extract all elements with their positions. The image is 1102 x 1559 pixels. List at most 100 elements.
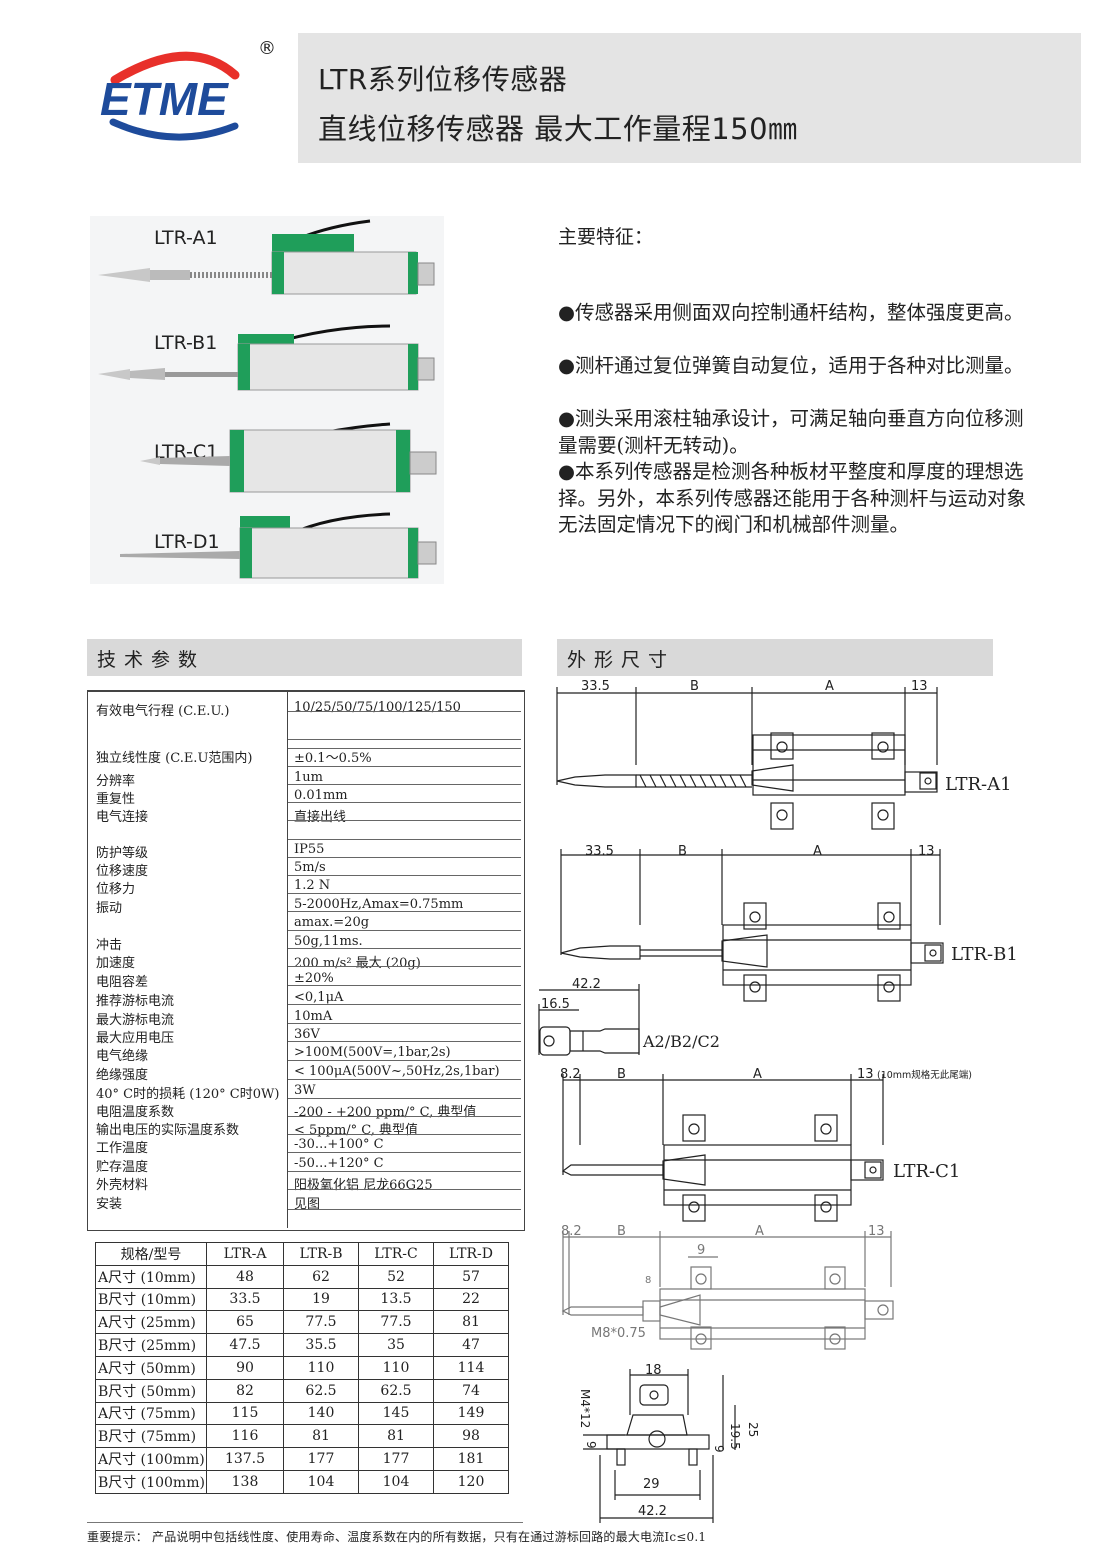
dim-end-9b: 9 (712, 1445, 726, 1453)
drawing-label-b1: LTR-B1 (951, 944, 1018, 965)
size-row-label: B尺寸 (75mm) (95, 1424, 207, 1449)
spec-value: -200 - +200 ppm/° C, 典型值 (294, 1105, 477, 1120)
size-cell: 177 (358, 1447, 434, 1471)
drawing-label-c1: LTR-C1 (893, 1161, 960, 1182)
spec-rule (288, 1041, 521, 1042)
spec-key: 加速度 (96, 956, 136, 971)
size-row-label: A尺寸 (100mm) (95, 1447, 207, 1471)
size-row-label: B尺寸 (100mm) (95, 1469, 207, 1494)
spec-key: 贮存温度 (96, 1160, 149, 1175)
size-cell: 35 (358, 1333, 434, 1357)
spec-rule (288, 784, 521, 785)
spec-value: 10mA (294, 1009, 333, 1024)
size-cell: 177 (283, 1447, 359, 1471)
spec-rule (288, 911, 521, 912)
spec-value: 10/25/50/75/100/125/150 (294, 700, 461, 715)
spec-rule (288, 985, 521, 986)
size-row-label: B尺寸 (50mm) (95, 1378, 207, 1403)
photo-label-a1: LTR-A1 (154, 227, 218, 249)
spec-rule (288, 875, 521, 876)
footer-divider (87, 1522, 523, 1523)
size-cell: 62.5 (358, 1378, 434, 1403)
dim-d1-8: 8 (645, 1275, 651, 1286)
drawing-label-tip: A2/B2/C2 (642, 1032, 720, 1051)
spec-key: 最大游标电流 (96, 1013, 175, 1028)
size-cell: 81 (283, 1424, 359, 1449)
spec-value: 1.2 N (294, 878, 331, 893)
size-cell: 81 (433, 1310, 509, 1335)
size-cell: 90 (206, 1355, 284, 1380)
feature-item: ●测杆通过复位弹簧自动复位，适用于各种对比测量。 (558, 354, 1024, 377)
etme-logo: ETME (100, 51, 240, 141)
size-header-cell: LTR-D (433, 1242, 509, 1266)
spec-value: amax.=20g (294, 915, 370, 930)
spec-key: 输出电压的实际温度系数 (96, 1123, 240, 1138)
size-cell: 22 (433, 1287, 509, 1312)
spec-key: 最大应用电压 (96, 1031, 175, 1046)
spec-value: 36V (294, 1027, 320, 1042)
spec-rule (288, 893, 521, 894)
spec-rule (288, 1004, 521, 1005)
spec-rule (288, 1060, 521, 1061)
drawing-ltr-a1 (556, 687, 938, 830)
spec-key: 电气连接 (96, 810, 149, 825)
size-cell: 62.5 (283, 1378, 359, 1403)
spec-key: 推荐游标电流 (96, 994, 175, 1009)
spec-value: 1um (294, 770, 323, 785)
size-cell: 110 (358, 1355, 434, 1380)
size-row-label: B尺寸 (10mm) (95, 1287, 207, 1312)
dim-d1-b: B (617, 1224, 626, 1239)
spec-table-divider (287, 691, 288, 1228)
spec-value: ±0.1～0.5% (294, 751, 372, 766)
dim-d1-9: 9 (697, 1243, 705, 1258)
dimensions-header: 外形尺寸 (557, 639, 993, 676)
size-cell: 19 (283, 1287, 359, 1312)
sensor-d1-image (120, 512, 437, 579)
size-cell: 120 (433, 1469, 509, 1494)
drawing-end-view (583, 1369, 736, 1523)
spec-value: IP55 (294, 842, 325, 857)
size-header-cell: LTR-C (358, 1242, 434, 1266)
spec-value: < 100μA(500V~,50Hz,2s,1bar) (294, 1064, 500, 1079)
size-cell: 47.5 (206, 1333, 284, 1357)
feature-item: ●本系列传感器是检测各种板材平整度和厚度的理想选择。另外，本系列传感器还能用于各… (558, 460, 1027, 536)
size-cell: 77.5 (283, 1310, 359, 1335)
features-title: 主要特征： (558, 226, 654, 248)
spec-value: -30...+100° C (294, 1137, 384, 1152)
dim-tip-w1: 42.2 (572, 977, 601, 992)
dim-a1-right: 13 (911, 679, 928, 694)
dim-c1-a: A (753, 1067, 762, 1082)
spec-rule (288, 930, 521, 931)
dim-d1-a: A (755, 1224, 764, 1239)
spec-rule (288, 1079, 521, 1080)
dim-c1-note: (10mm规格无此尾端) (877, 1069, 972, 1081)
size-cell: 181 (433, 1447, 509, 1471)
spec-key: 分辨率 (96, 774, 136, 789)
dim-end-9a: 9 (584, 1441, 598, 1449)
dim-tip-w2: 16.5 (541, 997, 570, 1012)
spec-key: 绝缘强度 (96, 1068, 149, 1083)
dim-end-25: 25 (746, 1422, 760, 1437)
spec-value: >100M(500V=,1bar,2s) (294, 1045, 451, 1060)
size-cell: 13.5 (358, 1287, 434, 1312)
spec-key: 重复性 (96, 792, 136, 807)
size-cell: 35.5 (283, 1333, 359, 1357)
size-header-cell: LTR-A (206, 1242, 284, 1266)
spec-key: 电阻温度系数 (96, 1105, 175, 1120)
drawing-ltr-b1 (560, 849, 944, 1002)
dim-c1-right: 13 (857, 1067, 874, 1082)
size-cell: 62 (283, 1264, 359, 1289)
spec-key: 独立线性度 (C.E.U范围内) (96, 751, 253, 766)
brand-wordmark: ETME (100, 73, 229, 125)
spec-value: <0,1μA (294, 990, 344, 1005)
size-header-cell: LTR-B (283, 1242, 359, 1266)
size-row-label: A尺寸 (50mm) (95, 1355, 207, 1380)
tech-params-title: 技术参数 (97, 649, 206, 671)
spec-rule (288, 1023, 521, 1024)
spec-key: 电气绝缘 (96, 1049, 149, 1064)
size-cell: 98 (433, 1424, 509, 1449)
